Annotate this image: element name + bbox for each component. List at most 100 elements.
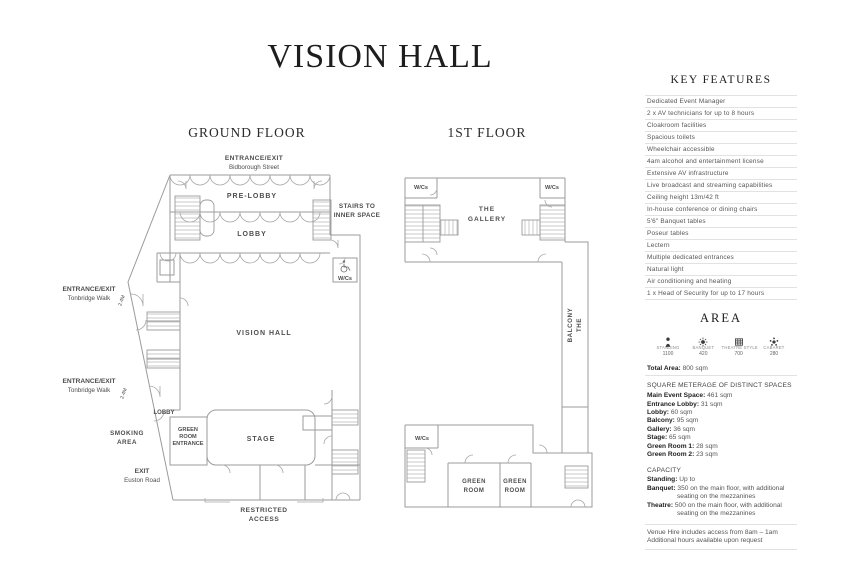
feature-item: Multiple dedicated entrances <box>645 252 797 264</box>
space-value: 95 sqm <box>676 417 699 425</box>
feature-item: Extensive AV infrastructure <box>645 168 797 180</box>
venue-hire-line1: Venue Hire includes access from 8am – 1a… <box>647 528 778 536</box>
restricted-access-label-1: RESTRICTED <box>240 507 287 514</box>
capacity-label: Banquet: <box>647 485 676 493</box>
green-room-entrance-label-1: GREEN <box>178 427 198 433</box>
capacity-stats: STANDING 1100 BANQUET 420 THEATRE STYLE … <box>651 334 791 358</box>
feature-item: Ceiling height 13m/42 ft <box>645 192 797 204</box>
smoking-area-label-1: SMOKING <box>110 430 144 437</box>
restricted-access-label-2: ACCESS <box>249 516 280 523</box>
capacity-label: Theatre: <box>647 502 674 510</box>
space-row: Balcony: 95 sqm <box>647 417 795 425</box>
smoking-area-label-2: AREA <box>117 439 137 446</box>
total-area-label: Total Area: <box>647 365 681 373</box>
stat-standing: STANDING 1100 <box>651 334 685 357</box>
stat-cabaret: CABARET 280 <box>757 334 791 358</box>
total-area-value: 800 sqm <box>682 365 708 373</box>
sidebar: KEY FEATURES Dedicated Event Manager 2 x… <box>645 74 797 551</box>
room-label-lobby: LOBBY <box>237 231 267 238</box>
space-value: 28 sqm <box>696 442 718 450</box>
space-row: Entrance Lobby: 31 sqm <box>647 401 795 409</box>
space-value: 23 sqm <box>696 451 718 459</box>
space-label: Gallery: <box>647 425 672 433</box>
stairs-label-2: INNER SPACE <box>334 212 381 219</box>
meterage-title: SQUARE METERAGE OF DISTINCT SPACES <box>647 382 792 390</box>
stairs-label-1: STAIRS TO <box>339 203 375 210</box>
space-row: Green Room 2: 23 sqm <box>647 451 795 459</box>
feature-item: In-house conference or dining chairs <box>645 204 797 216</box>
room-label-stage: STAGE <box>247 436 276 443</box>
entrance-left2-sub: Tonbridge Walk <box>68 387 111 394</box>
theatre-icon <box>722 334 756 346</box>
spaces-list: Main Event Space: 461 sqm Entrance Lobby… <box>647 392 795 459</box>
capacity-label: Standing: <box>647 476 678 484</box>
venue-hire-line2: Additional hours available upon request <box>647 537 763 545</box>
ground-stairs <box>146 195 359 475</box>
first-floor-title: 1ST FLOOR <box>447 125 527 140</box>
entrance-left2-label: ENTRANCE/EXIT <box>62 378 115 385</box>
capacity-row: Banquet: 350 on the main floor, with add… <box>647 485 795 501</box>
space-value: 31 sqm <box>700 400 723 408</box>
exit-label: EXIT <box>135 468 150 475</box>
space-label: Stage: <box>647 434 668 442</box>
banquet-icon <box>686 334 720 347</box>
capacity-value: Up to <box>679 476 696 484</box>
space-label: Green Room 1: <box>647 442 695 450</box>
first-walls <box>404 177 593 508</box>
dimension-label-1: 2.4M <box>117 294 126 307</box>
green-room1-label-2: ROOM <box>464 488 485 494</box>
room-label-vision-hall: VISION HALL <box>236 330 291 337</box>
entrance-top-label: ENTRANCE/EXIT <box>225 155 283 162</box>
space-label: Main Event Space: <box>647 392 706 400</box>
door-scallops <box>159 174 331 264</box>
feature-item: Lectern <box>645 240 797 252</box>
capacity-row: Standing: Up to <box>647 476 795 484</box>
space-row: Stage: 65 sqm <box>647 434 795 442</box>
feature-item: Air conditioning and heating <box>645 276 797 288</box>
feature-item: Dedicated Event Manager <box>645 95 797 108</box>
total-area-row: Total Area: 800 sqm <box>645 365 797 377</box>
feature-item: 5'6" Banquet tables <box>645 216 797 228</box>
feature-item: Live broadcast and streaming capabilitie… <box>645 180 797 192</box>
space-row: Main Event Space: 461 sqm <box>647 392 795 400</box>
space-label: Balcony: <box>647 417 675 425</box>
gallery-label-2: GALLERY <box>468 216 506 223</box>
ground-floor-title: GROUND FLOOR <box>188 125 306 140</box>
exit-sub: Euston Road <box>124 477 160 484</box>
key-features-title: KEY FEATURES <box>670 74 772 86</box>
space-value: 60 sqm <box>670 409 693 417</box>
stat-value: 700 <box>734 351 743 358</box>
stat-label: STANDING <box>656 344 680 350</box>
ground-floor-plan: ENTRANCE/EXIT Bidborough Street PRE-LOBB… <box>62 155 381 523</box>
room-label-pre-lobby: PRE-LOBBY <box>227 193 277 200</box>
gallery-label-1: THE <box>479 206 495 213</box>
space-label: Green Room 2: <box>647 451 695 459</box>
capacity-title: CAPACITY <box>647 467 682 475</box>
green-room2-label-2: ROOM <box>505 488 526 494</box>
space-value: 461 sqm <box>707 392 733 400</box>
feature-item: 2 x AV technicians for up to 8 hours <box>645 108 797 120</box>
entrance-left1-label: ENTRANCE/EXIT <box>62 286 115 293</box>
green-room-entrance-label-3: ENTRANCE <box>172 441 203 447</box>
green-room2-label-1: GREEN <box>503 479 527 485</box>
venue-hire-note: Venue Hire includes access from 8am – 1a… <box>645 524 797 551</box>
green-room1-label-1: GREEN <box>462 479 486 485</box>
cabaret-icon <box>757 334 791 346</box>
balcony-label-1: THE <box>576 318 583 332</box>
page-title: VISION HALL <box>267 38 493 75</box>
wcs-left-label: W/Cs <box>414 185 428 191</box>
dimension-label-2: 2.4M <box>119 387 128 400</box>
wcs-label: W/Cs <box>338 276 352 282</box>
space-value: 36 sqm <box>673 425 696 433</box>
feature-item: Wheelchair accessible <box>645 144 797 156</box>
first-labels: W/Cs W/Cs THE GALLERY THE BALCONY W/Cs G… <box>414 185 583 494</box>
room-label-lobby-small: LOBBY <box>154 410 175 416</box>
capacity-list: Standing: Up to Banquet: 350 on the main… <box>647 476 795 518</box>
feature-item: 4am alcohol and entertainment license <box>645 156 797 168</box>
stat-value: 280 <box>769 351 779 358</box>
stat-label: CABARET <box>763 344 785 350</box>
space-row: Lobby: 60 sqm <box>647 409 795 417</box>
stat-value: 420 <box>699 351 708 358</box>
wcs-right-label: W/Cs <box>545 185 559 191</box>
